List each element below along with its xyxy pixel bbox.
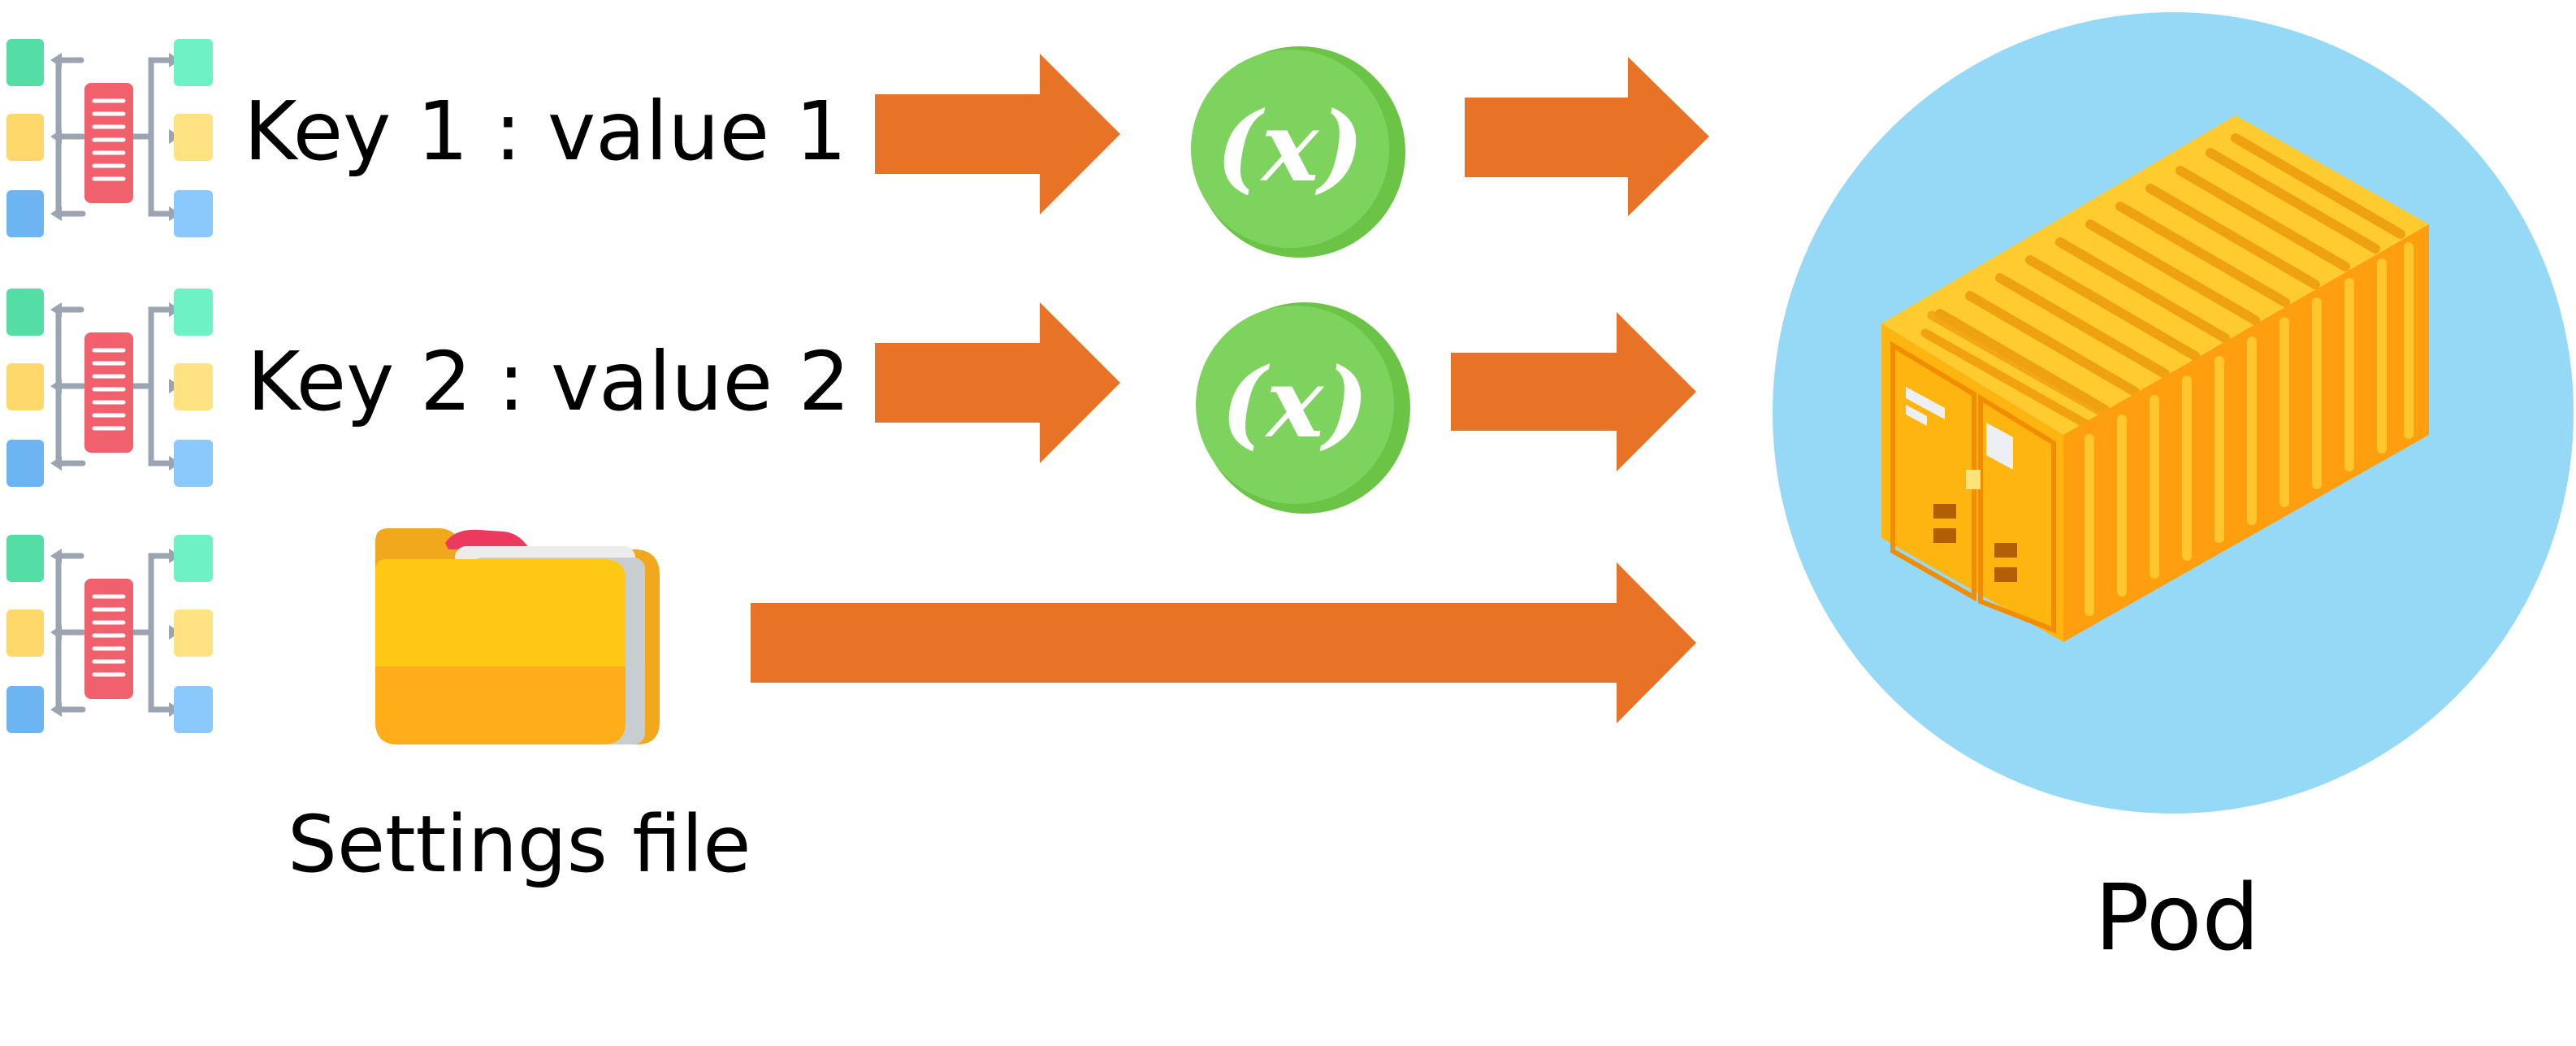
settings-file-label: Settings file	[288, 799, 751, 890]
environment-variable-icon-1: (x)	[1191, 46, 1405, 258]
svg-text:(x): (x)	[1221, 346, 1369, 459]
arrow-row1-left	[875, 54, 1120, 215]
shipping-container-icon	[1881, 115, 2429, 642]
configmap-icon-row2	[6, 289, 213, 487]
arrow-row3-long	[751, 562, 1696, 723]
environment-variable-icon-2: (x)	[1196, 302, 1410, 514]
key-value-label-2: Key 2 : value 2	[247, 334, 851, 429]
arrows	[751, 54, 1709, 723]
arrow-row2-left	[875, 302, 1120, 463]
arrow-row2-right	[1451, 312, 1696, 471]
folder-icon	[375, 528, 660, 744]
svg-text:(x): (x)	[1216, 90, 1364, 203]
pod-label: Pod	[2094, 866, 2259, 971]
arrow-row1-right	[1465, 57, 1709, 216]
configmap-icon-row1	[6, 39, 213, 237]
key-value-label-1: Key 1 : value 1	[244, 84, 847, 179]
configmap-icon-row3	[6, 535, 213, 733]
